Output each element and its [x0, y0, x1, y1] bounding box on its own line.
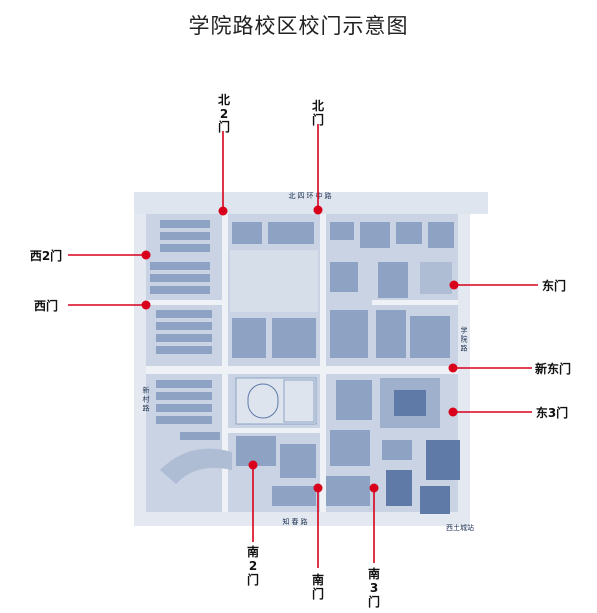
gate-south-3[interactable]: 南 3 门 — [368, 483, 380, 610]
gate-marker — [141, 300, 151, 310]
gate-marker — [369, 483, 379, 493]
gate-west-2[interactable]: 西2门 — [30, 248, 151, 263]
gate-label: 东3门 — [536, 405, 568, 420]
internal-roads — [146, 214, 458, 512]
gate-label-char: 北 — [218, 92, 230, 107]
gate-west[interactable]: 西门 — [34, 298, 151, 313]
gate-new-east[interactable]: 新东门 — [448, 361, 572, 376]
gate-label-char: 门 — [312, 112, 324, 127]
gate-south[interactable]: 南 门 — [312, 483, 324, 602]
gate-label: 东门 — [542, 278, 566, 293]
sports-field — [235, 377, 317, 425]
buildings — [150, 220, 460, 514]
gate-marker — [313, 483, 323, 493]
map-title: 学院路校区校门示意图 — [188, 14, 409, 38]
gate-label-char: 南 — [312, 572, 324, 587]
gate-marker — [218, 206, 228, 216]
gate-north-2[interactable]: 北 2 门 — [218, 92, 230, 216]
gate-label-char: 门 — [247, 572, 259, 587]
gate-east[interactable]: 东门 — [449, 278, 567, 293]
gate-label-char: 南 — [247, 544, 259, 559]
road-label-east: 学院路 — [460, 326, 468, 354]
gate-label-char: 南 — [368, 566, 380, 581]
road-label-west: 新村路 — [142, 386, 150, 414]
gate-marker — [448, 363, 458, 373]
gate-label: 西2门 — [30, 248, 62, 263]
gate-marker — [248, 460, 258, 470]
courtyard — [230, 250, 318, 312]
gate-marker — [313, 205, 323, 215]
gate-label-char: 门 — [312, 586, 324, 601]
gate-label-char: 2 — [220, 107, 228, 121]
gate-marker — [141, 250, 151, 260]
gate-marker — [448, 407, 458, 417]
gate-label: 新东门 — [535, 361, 571, 376]
gate-east-3[interactable]: 东3门 — [448, 405, 569, 420]
gate-label-char: 2 — [249, 559, 257, 573]
road-label-southeast: 西土城站 — [446, 523, 474, 532]
gate-north[interactable]: 北 门 — [312, 98, 324, 215]
gate-marker — [449, 280, 459, 290]
gate-label-char: 门 — [368, 594, 380, 609]
gate-label-char: 3 — [370, 581, 378, 595]
gate-label: 西门 — [34, 298, 58, 313]
gate-south-2[interactable]: 南 2 门 — [247, 460, 259, 588]
road-label-north: 北四环中路 — [289, 191, 334, 200]
gate-label-char: 北 — [312, 98, 324, 113]
gate-label-char: 门 — [218, 119, 230, 134]
road-label-south: 知春路 — [283, 517, 310, 526]
